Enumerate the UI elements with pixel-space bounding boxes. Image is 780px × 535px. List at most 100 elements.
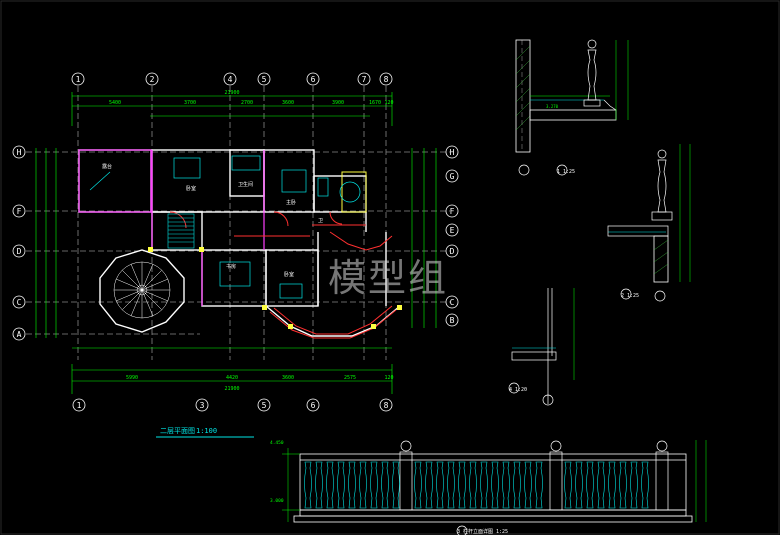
floor-plan: 1 2 4 5 6 7 8 21900 5400 3700 2700 3600 … — [12, 72, 459, 438]
railing-baluster — [524, 461, 532, 509]
railing-baluster — [597, 461, 605, 509]
plan-furniture — [89, 155, 361, 299]
axis-right-labels: H G F E D C B — [450, 148, 455, 325]
dim-top-texts: 21900 5400 3700 2700 3600 3900 1670 120 — [109, 90, 394, 106]
railing-baluster — [535, 461, 543, 509]
axis-right-label: B — [450, 316, 455, 325]
railing-baluster — [359, 461, 367, 509]
axis-bottom-label: 8 — [384, 401, 389, 410]
dim-top: 2700 — [241, 100, 253, 106]
axis-right-label: F — [450, 207, 455, 216]
railing-baluster — [425, 461, 433, 509]
plan-partitions-magenta — [78, 149, 265, 306]
axis-right-label: H — [450, 148, 455, 157]
dim-top: 120 — [384, 100, 393, 106]
dim-top: 1670 — [369, 100, 381, 106]
axis-left-label: D — [17, 247, 22, 256]
dim-top: 5400 — [109, 100, 121, 106]
dim-bottom: 2575 — [344, 375, 356, 381]
axis-top-label: 1 — [76, 75, 81, 84]
dim-overall-bottom: 21900 — [224, 386, 239, 392]
railing-baluster — [337, 461, 345, 509]
dim-bottom: 5990 — [126, 375, 138, 381]
railing-baluster — [480, 461, 488, 509]
axis-bottom-label: 6 — [311, 401, 316, 410]
detail-2: 2 1:25 — [607, 144, 691, 302]
railing-frame — [293, 453, 693, 523]
detail-4-label: 4 1:20 — [509, 387, 527, 393]
plan-scale: 1:100 — [196, 427, 217, 435]
railing-baluster — [641, 461, 649, 509]
axis-bottom-labels: 1 3 5 6 8 — [77, 401, 389, 410]
room-label: 主卧 — [286, 199, 296, 206]
railing-baluster — [304, 461, 312, 509]
axis-top-label: 2 — [150, 75, 155, 84]
railing-baluster — [491, 461, 499, 509]
railing-baluster — [608, 461, 616, 509]
railing-baluster — [458, 461, 466, 509]
plan-spiral-stair — [113, 261, 171, 319]
railing-baluster — [392, 461, 400, 509]
railing-baluster — [370, 461, 378, 509]
detail-1-hatch — [515, 45, 531, 131]
detail-2-label: 2 1:25 — [621, 293, 639, 299]
detail-3-label: 3 栏杆立面详图 1:25 — [457, 528, 508, 535]
railing-baluster — [348, 461, 356, 509]
dim-bottom: 4420 — [226, 375, 238, 381]
detail-1-label: 1 1:25 — [557, 169, 575, 175]
railing-elevation: 4.450 3.000 3 栏杆立面详图 1:25 — [270, 440, 707, 535]
detail-1: 3.270 1 1:25 — [515, 39, 629, 176]
axis-right-label: G — [450, 172, 455, 181]
dim-overall-top: 21900 — [224, 90, 239, 96]
axis-bottom-label: 5 — [262, 401, 267, 410]
detail-4: 4 1:20 — [508, 288, 575, 406]
railing-baluster — [447, 461, 455, 509]
railing-baluster — [630, 461, 638, 509]
axis-right-label: D — [450, 247, 455, 256]
railing-baluster — [502, 461, 510, 509]
dim-left-lines — [35, 148, 57, 338]
room-labels: 卧室 卫生间 主卧 书房 卧室 卫 露台 — [102, 163, 323, 278]
axis-bottom-label: 3 — [200, 401, 205, 410]
detail-2-hatch — [653, 239, 669, 275]
railing-elev-top: 4.450 — [270, 440, 284, 446]
axis-top-label: 8 — [384, 75, 389, 84]
axis-top-label: 7 — [362, 75, 367, 84]
axis-bottom-group — [72, 398, 393, 412]
railing-posts — [399, 440, 669, 511]
dim-top: 3900 — [332, 100, 344, 106]
dim-top-lines — [71, 92, 393, 126]
room-label: 卫生间 — [238, 181, 253, 188]
axis-top-labels: 1 2 4 5 6 7 8 — [76, 75, 389, 84]
room-label: 卫 — [318, 218, 323, 224]
railing-dims — [282, 440, 707, 522]
axis-top-group — [71, 72, 393, 360]
axis-left-label: A — [17, 330, 22, 339]
axis-top-label: 5 — [262, 75, 267, 84]
railing-baluster — [315, 461, 323, 509]
plan-walls — [78, 149, 401, 337]
room-label: 卧室 — [186, 185, 196, 192]
railing-baluster — [381, 461, 389, 509]
dim-bottom: 3600 — [282, 375, 294, 381]
axis-top-label: 4 — [228, 75, 233, 84]
axis-left-label: F — [17, 207, 22, 216]
dim-bottom: 120 — [384, 375, 393, 381]
railing-baluster — [619, 461, 627, 509]
dim-top: 3700 — [184, 100, 196, 106]
dim-bottom-lines — [71, 347, 393, 394]
axis-right-group — [445, 145, 459, 327]
plan-columns — [148, 247, 402, 329]
axis-right-label: C — [450, 298, 455, 307]
railing-elev-bottom: 3.000 — [270, 498, 284, 504]
railing-baluster — [575, 461, 583, 509]
room-label: 卧室 — [284, 271, 294, 278]
axis-top-label: 6 — [311, 75, 316, 84]
axis-left-group — [12, 145, 450, 341]
railing-baluster — [513, 461, 521, 509]
dim-top: 3600 — [282, 100, 294, 106]
detail-1-elev: 3.270 — [546, 104, 559, 109]
dim-right-lines — [411, 148, 437, 328]
